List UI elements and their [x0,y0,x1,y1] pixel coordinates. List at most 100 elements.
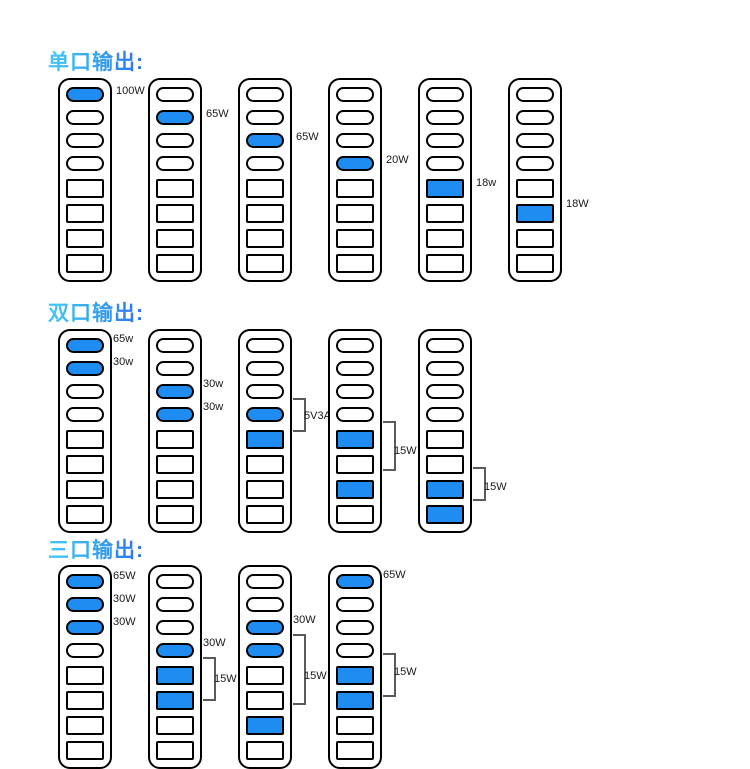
port-usbc-2[interactable] [426,110,464,125]
port-usba-1[interactable] [426,179,464,198]
port-usbc-2[interactable] [66,110,104,125]
port-usbc-2[interactable] [156,361,194,376]
port-usbc-3[interactable] [336,620,374,635]
port-usbc-3[interactable] [156,133,194,148]
port-usba-2[interactable] [516,204,554,223]
port-usba-3[interactable] [426,480,464,499]
device-s1-d2[interactable] [148,78,202,282]
port-usba-2[interactable] [156,204,194,223]
port-usbc-1[interactable] [336,87,374,102]
port-usbc-4[interactable] [246,156,284,171]
port-usbc-3[interactable] [336,133,374,148]
port-usbc-2[interactable] [336,597,374,612]
port-usba-4[interactable] [246,741,284,760]
port-usbc-3[interactable] [156,620,194,635]
port-usba-1[interactable] [66,666,104,685]
port-usbc-2[interactable] [336,361,374,376]
port-usba-3[interactable] [516,229,554,248]
device-s1-d4[interactable] [328,78,382,282]
port-usba-1[interactable] [336,430,374,449]
device-s1-d6[interactable] [508,78,562,282]
port-usbc-1[interactable] [516,87,554,102]
port-usba-4[interactable] [66,505,104,524]
port-usbc-4[interactable] [246,407,284,422]
port-usbc-1[interactable] [246,574,284,589]
port-usbc-1[interactable] [66,574,104,589]
port-usbc-2[interactable] [66,597,104,612]
port-usba-4[interactable] [336,505,374,524]
port-usba-2[interactable] [66,691,104,710]
port-usba-3[interactable] [66,480,104,499]
port-usbc-1[interactable] [246,338,284,353]
port-usbc-1[interactable] [336,338,374,353]
port-usbc-1[interactable] [66,87,104,102]
port-usbc-2[interactable] [246,361,284,376]
port-usbc-3[interactable] [246,133,284,148]
port-usba-1[interactable] [426,430,464,449]
port-usbc-1[interactable] [426,338,464,353]
port-usbc-1[interactable] [156,338,194,353]
port-usba-4[interactable] [156,505,194,524]
port-usbc-2[interactable] [336,110,374,125]
port-usbc-3[interactable] [156,384,194,399]
port-usba-1[interactable] [516,179,554,198]
port-usba-1[interactable] [336,179,374,198]
port-usbc-4[interactable] [336,643,374,658]
port-usba-2[interactable] [66,455,104,474]
port-usba-3[interactable] [66,716,104,735]
port-usba-2[interactable] [336,455,374,474]
port-usbc-1[interactable] [156,574,194,589]
port-usbc-2[interactable] [246,110,284,125]
device-s2-d4[interactable] [328,329,382,533]
device-s3-d1[interactable] [58,565,112,769]
port-usba-1[interactable] [156,430,194,449]
device-s2-d2[interactable] [148,329,202,533]
port-usba-2[interactable] [246,204,284,223]
port-usbc-4[interactable] [426,156,464,171]
device-s1-d1[interactable] [58,78,112,282]
port-usbc-3[interactable] [246,620,284,635]
port-usbc-2[interactable] [516,110,554,125]
port-usbc-2[interactable] [246,597,284,612]
port-usba-2[interactable] [156,455,194,474]
port-usba-4[interactable] [156,254,194,273]
port-usba-4[interactable] [426,254,464,273]
port-usbc-2[interactable] [426,361,464,376]
port-usba-4[interactable] [516,254,554,273]
port-usba-2[interactable] [426,455,464,474]
port-usbc-4[interactable] [246,643,284,658]
port-usba-4[interactable] [66,741,104,760]
device-s3-d4[interactable] [328,565,382,769]
port-usba-3[interactable] [246,229,284,248]
port-usbc-3[interactable] [66,133,104,148]
port-usbc-2[interactable] [156,110,194,125]
port-usba-2[interactable] [246,455,284,474]
port-usba-2[interactable] [336,691,374,710]
port-usbc-4[interactable] [516,156,554,171]
port-usba-1[interactable] [246,666,284,685]
port-usbc-1[interactable] [426,87,464,102]
port-usbc-4[interactable] [66,407,104,422]
port-usba-3[interactable] [156,480,194,499]
port-usba-1[interactable] [246,430,284,449]
device-s1-d5[interactable] [418,78,472,282]
port-usbc-3[interactable] [426,133,464,148]
port-usbc-4[interactable] [426,407,464,422]
port-usba-1[interactable] [246,179,284,198]
port-usba-3[interactable] [156,716,194,735]
port-usba-3[interactable] [336,480,374,499]
port-usbc-4[interactable] [156,156,194,171]
port-usbc-4[interactable] [66,643,104,658]
port-usba-2[interactable] [66,204,104,223]
port-usbc-4[interactable] [66,156,104,171]
port-usba-2[interactable] [336,204,374,223]
port-usbc-1[interactable] [156,87,194,102]
port-usbc-1[interactable] [66,338,104,353]
port-usba-1[interactable] [336,666,374,685]
port-usba-2[interactable] [246,691,284,710]
port-usbc-3[interactable] [336,384,374,399]
device-s1-d3[interactable] [238,78,292,282]
port-usba-2[interactable] [156,691,194,710]
port-usbc-3[interactable] [426,384,464,399]
port-usba-1[interactable] [156,666,194,685]
